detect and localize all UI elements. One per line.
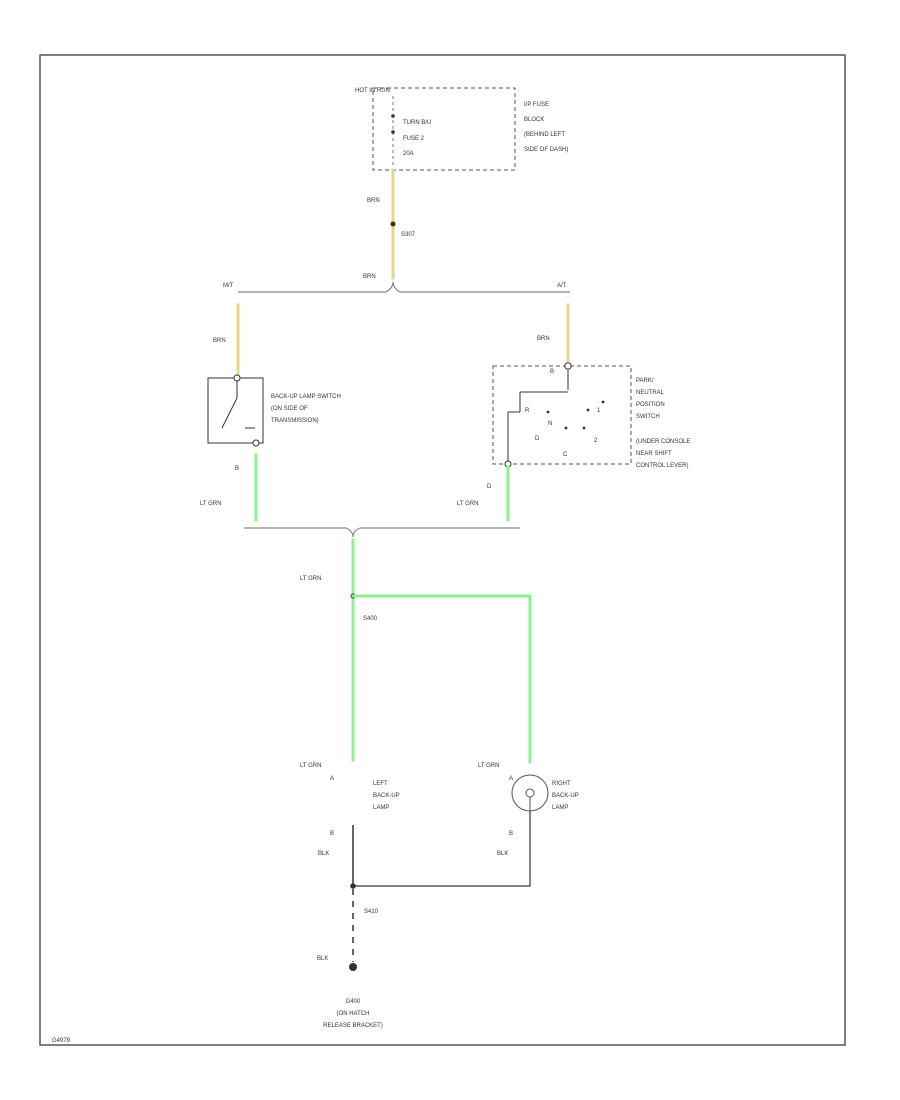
pnp-label-line6: NEAR SHIFT [636,451,672,457]
ltgrn-wire-branch [351,594,532,764]
pnp-pos-d: D [535,436,540,442]
ltgrn-lamp-right-label: LT GRN [478,763,499,769]
blk-right-label: BLK [497,851,508,857]
ground-label-line2: (ON HATCH [337,1011,370,1017]
brn-wire-top-label: BRN [367,198,380,204]
pnp-dot-3 [582,426,586,430]
blk-wire-right [353,811,531,887]
park-neutral-switch: B R D N 2 1 C PARK/ NEUTRAL POSITION SWI… [492,362,690,469]
diagram-frame [39,54,846,1046]
fuse-label-line2: FUSE 2 [403,136,425,142]
left-lamp-label-line2: BACK-UP [373,793,400,799]
fuse-block: HOT IN RUN TURN B/U FUSE 2 20A I/P FUSE … [355,87,568,171]
backup-switch-label-line2: (ON SIDE OF [271,406,308,412]
left-lamp-label-line1: LEFT [373,781,388,787]
splice-s410-label: S410 [364,909,379,915]
blk-bottom-label: BLK [317,956,328,962]
lamp-left-pin-a: A [330,776,334,782]
splice-s307 [390,221,396,227]
pnp-pos-2: 2 [594,438,598,444]
ground-g400 [349,963,357,971]
pnp-pos-r: R [525,408,530,414]
pnp-label-line4: SWITCH [636,414,660,420]
pnp-dot-5 [601,400,605,404]
blk-left-label: BLK [318,851,329,857]
branch-left-label: M/T [223,283,234,289]
pnp-label-line1: PARK/ [636,378,654,384]
backup-switch-body [207,377,264,444]
ltgrn-left-label: LT GRN [200,501,221,507]
fuse-location-line4: SIDE OF DASH) [524,147,568,153]
backup-switch-terminal-in [233,374,241,382]
ground-label-line3: RELEASE BRACKET) [323,1023,383,1029]
fuse-block-header: HOT IN RUN [355,88,390,94]
fuse-label-line1: TURN B/U [403,120,431,126]
lamp-right-pin-b: B [509,831,513,837]
splice-s410 [350,883,356,889]
pnp-pos-1: 1 [597,408,601,414]
splice-s307-label: S307 [401,232,416,238]
brn-right-label: BRN [537,336,550,342]
ground-label-line1: G400 [346,999,361,1005]
pnp-pos-b: B [550,369,554,375]
pnp-dot-1 [546,410,550,414]
pnp-label-line3: POSITION [636,402,665,408]
pnp-label-line5: (UNDER CONSOLE [636,439,690,445]
right-lamp-label-line3: LAMP [552,805,568,811]
pnp-pos-c: C [563,452,568,458]
pnp-dot-4 [586,408,590,412]
merge-line [244,527,520,538]
backup-switch-terminal-out [252,439,260,447]
ltgrn-mid-label: LT GRN [300,576,321,582]
pnp-pos-n: N [548,421,552,427]
brn-left-label: BRN [213,338,226,344]
branch-line [238,281,570,293]
fuse-location-line1: I/P FUSE [524,102,549,108]
right-lamp-label-line2: BACK-UP [552,793,579,799]
pnp-dot-2 [564,426,568,430]
brn-mid-label: BRN [363,274,376,280]
backup-lamp-switch: BACK-UP LAMP SWITCH (ON SIDE OF TRANSMIS… [207,374,341,447]
backup-switch-label-line1: BACK-UP LAMP SWITCH [271,394,341,400]
ltgrn-right-label: LT GRN [457,501,478,507]
pnp-label-line7: CONTROL LEVER) [636,463,688,469]
backup-switch-blade [221,397,238,429]
splice-s400-label: S400 [363,616,378,622]
fuse-location-line3: (BEHIND LEFT [524,132,565,138]
fuse-location-line2: BLOCK [524,117,544,123]
reference-code: G4979 [52,1038,71,1044]
fuse-terminal-top [391,114,395,118]
fuse-block-outline [372,87,516,171]
lamp-right-pin-a: A [509,776,513,782]
pnp-label-line2: NEUTRAL [636,390,665,396]
right-backup-lamp [511,774,549,812]
pnp-terminal-in [564,362,572,370]
left-lamp-label-line3: LAMP [373,805,389,811]
backup-switch-pin-label: B [235,466,239,472]
fuse-terminal-bottom [391,130,395,134]
backup-switch-label-line3: TRANSMISSION) [271,418,319,424]
right-lamp-label-line1: RIGHT [552,781,571,787]
pnp-pin-label: D [487,484,492,490]
ltgrn-lamp-left-label: LT GRN [300,763,321,769]
branch-right-label: A/T [557,283,567,289]
lamp-left-pin-b: B [330,831,334,837]
pnp-switch-outline [492,365,632,465]
fuse-label-line3: 20A [403,151,414,157]
